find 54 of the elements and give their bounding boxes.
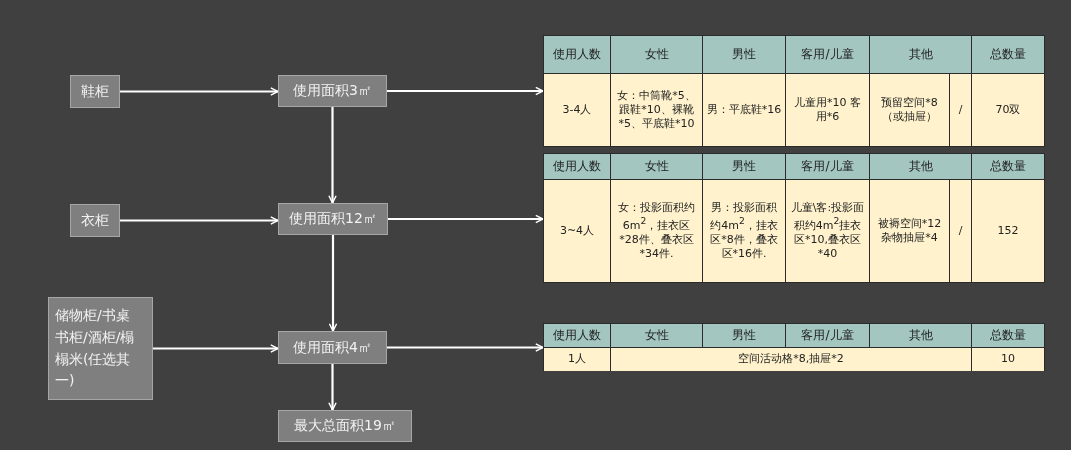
data-table (543, 153, 1045, 283)
header-cell: 男性 (703, 36, 785, 73)
header-cell: 其他 (870, 324, 971, 347)
header-cell: 其他 (870, 154, 971, 179)
category-box: 衣柜 (70, 204, 120, 237)
header-cell: 女性 (611, 36, 702, 73)
header-cell: 客用/儿童 (786, 324, 869, 347)
header-cell: 客用/儿童 (786, 154, 869, 179)
arrow (388, 214, 544, 224)
header-cell: 总数量 (972, 36, 1044, 73)
header-cell: 其他 (870, 36, 971, 73)
header-cell: 男性 (703, 324, 785, 347)
header-cell: 女性 (611, 324, 702, 347)
data-cell: 3~4人 (544, 180, 610, 282)
data-cell: 空间活动格*8,抽屉*2 (611, 348, 971, 371)
header-cell: 客用/儿童 (786, 36, 869, 73)
data-cell: 10 (972, 348, 1044, 371)
category-box: 储物柜/书桌书柜/酒柜/榻榻米(任选其一) (48, 297, 153, 400)
category-box: 使用面积3㎡ (278, 75, 387, 107)
arrow (387, 86, 544, 96)
data-cell: 儿童\客:投影面积约4m$^{2}$挂衣区*10,叠衣区*40 (786, 180, 869, 282)
arrow (328, 364, 337, 411)
data-cell: 男：平底鞋*16 (703, 74, 785, 146)
category-box: 最大总面积19㎡ (278, 410, 412, 442)
arrow (328, 107, 337, 204)
data-cell: 女：投影面积约6m$^{2}$，挂衣区*28件、叠衣区*34件. (611, 180, 702, 282)
data-cell: 女：中筒靴*5、跟鞋*10、裸靴*5、平底鞋*10 (611, 74, 702, 146)
data-cell: 男：投影面积约4m$^{2}$，挂衣区*8件，叠衣区*16件. (703, 180, 785, 282)
header-cell: 使用人数 (544, 324, 610, 347)
data-cell: 被褥空间*12 杂物抽屉*4 (870, 180, 949, 282)
data-cell: 儿童用*10 客用*6 (786, 74, 869, 146)
header-cell: 女性 (611, 154, 702, 179)
arrow (387, 343, 544, 352)
header-cell: 总数量 (972, 154, 1044, 179)
data-cell: 3-4人 (544, 74, 610, 146)
arrow (153, 344, 279, 353)
data-cell: 1人 (544, 348, 610, 371)
header-cell: 男性 (703, 154, 785, 179)
header-cell: 总数量 (972, 324, 1044, 347)
data-cell: / (950, 74, 971, 146)
category-box: 使用面积4㎡ (278, 331, 387, 364)
category-box: 使用面积12㎡ (278, 203, 388, 235)
header-cell: 使用人数 (544, 36, 610, 73)
data-cell: 70双 (972, 74, 1044, 146)
data-table (543, 323, 1045, 371)
data-table (543, 35, 1045, 147)
category-box: 鞋柜 (70, 75, 120, 108)
header-cell: 使用人数 (544, 154, 610, 179)
arrow (328, 235, 338, 332)
arrow (120, 87, 279, 96)
arrow (120, 216, 279, 225)
data-cell: / (950, 180, 971, 282)
data-cell: 152 (972, 180, 1044, 282)
data-cell: 预留空间*8（或抽屉） (870, 74, 949, 146)
